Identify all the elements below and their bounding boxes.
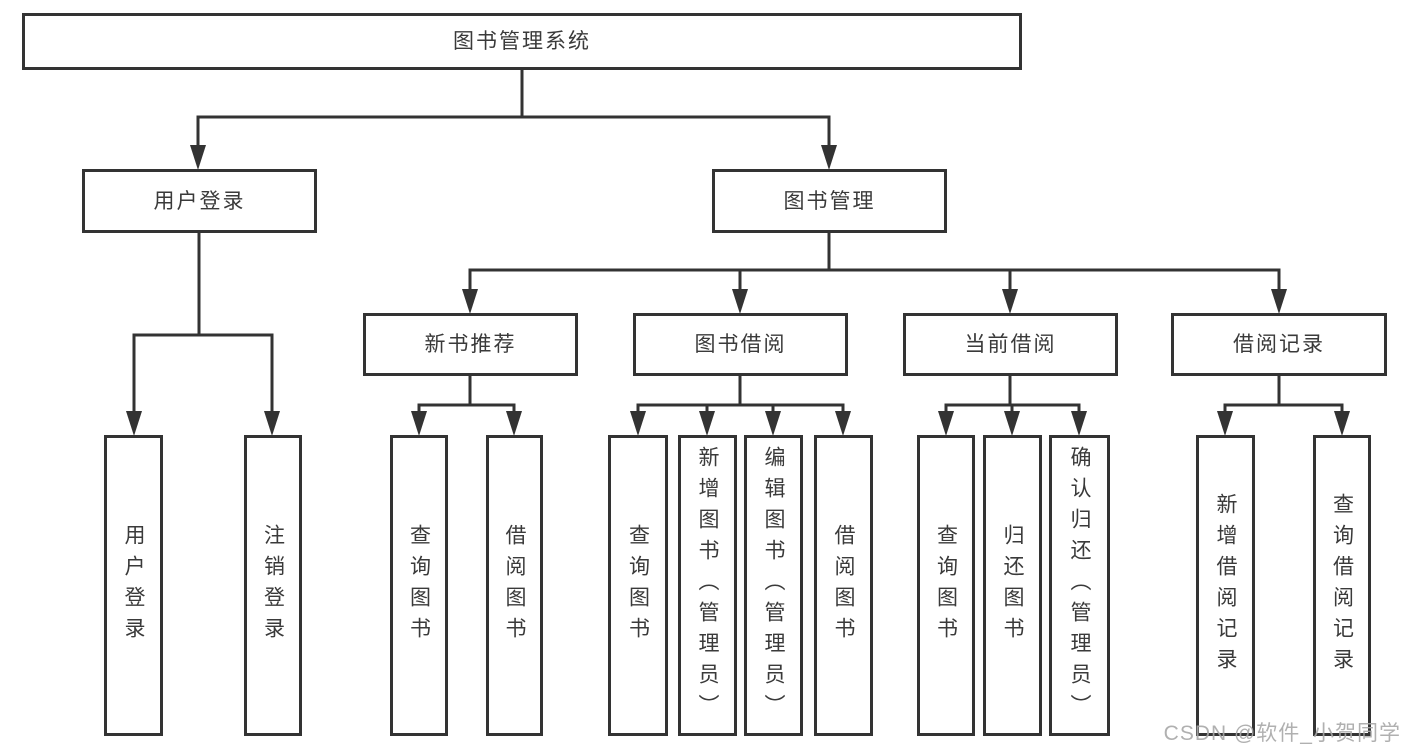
node-new-book-recommend: 新书推荐	[363, 313, 578, 376]
node-user-login: 用户登录	[82, 169, 317, 233]
leaf-confirm-return-admin: 确认归还（管理员）	[1049, 435, 1110, 736]
leaf-add-borrow-record: 新增借阅记录	[1196, 435, 1255, 736]
leaf-return-book: 归还图书	[983, 435, 1042, 736]
leaf-borrow-book-recommend: 借阅图书	[486, 435, 543, 736]
leaf-query-books-recommend: 查询图书	[390, 435, 448, 736]
leaf-add-book-admin: 新增图书（管理员）	[678, 435, 737, 736]
node-root: 图书管理系统	[22, 13, 1022, 70]
csdn-watermark: CSDN @软件_小贺同学	[1163, 722, 1401, 745]
leaf-query-books-borrow: 查询图书	[608, 435, 668, 736]
node-book-management: 图书管理	[712, 169, 947, 233]
leaf-user-login: 用户登录	[104, 435, 163, 736]
node-borrow-records: 借阅记录	[1171, 313, 1387, 376]
leaf-query-borrow-record: 查询借阅记录	[1313, 435, 1371, 736]
leaf-borrow-book: 借阅图书	[814, 435, 873, 736]
leaf-query-books-current: 查询图书	[917, 435, 975, 736]
leaf-edit-book-admin: 编辑图书（管理员）	[744, 435, 803, 736]
node-book-borrowing: 图书借阅	[633, 313, 848, 376]
node-current-borrowing: 当前借阅	[903, 313, 1118, 376]
leaf-logout: 注销登录	[244, 435, 302, 736]
